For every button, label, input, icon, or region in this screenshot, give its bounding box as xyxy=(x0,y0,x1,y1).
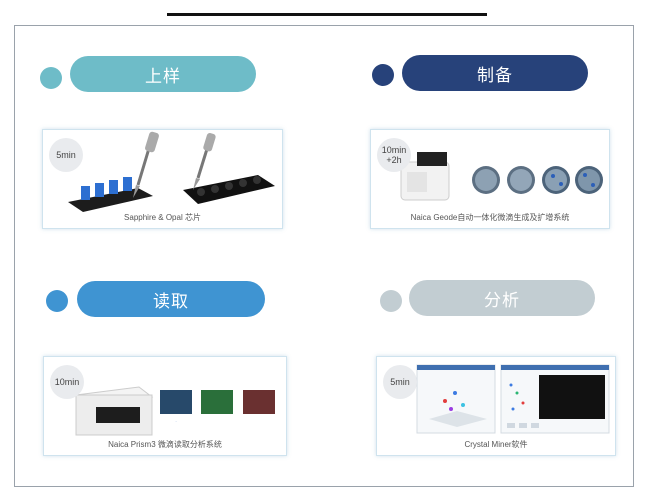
chip-pipette-illustration xyxy=(68,131,275,212)
step-1-dot xyxy=(40,67,62,89)
step-2-dot xyxy=(372,64,394,86)
step-4-dot xyxy=(380,290,402,312)
step-2-card: 10min +2h Naica Geode自动一体化微滴生成及扩增系统 xyxy=(370,129,610,229)
top-rule xyxy=(167,13,487,16)
geode-droplet-illustration xyxy=(400,152,603,201)
step-1-card: 5min Sapphire & Opal 芯片 xyxy=(42,129,283,229)
step-3-dot xyxy=(46,290,68,312)
step-2-time-badge: 10min +2h xyxy=(377,138,411,172)
step-4-time-badge: 5min xyxy=(383,365,417,399)
step-2-caption: Naica Geode自动一体化微滴生成及扩增系统 xyxy=(410,213,570,222)
step-3-caption: Naica Prism3 微滴读取分析系统 xyxy=(108,440,222,449)
step-4-caption: Crystal Miner软件 xyxy=(464,440,528,449)
workflow-frame xyxy=(14,25,634,487)
svg-text:·: · xyxy=(175,419,176,424)
step-1-time-badge: 5min xyxy=(49,138,83,172)
step-1-title: 上样 xyxy=(70,56,256,92)
step-3-title: 读取 xyxy=(77,281,265,317)
step-3-time-badge: 10min xyxy=(50,365,84,399)
prism3-reader-illustration: · xyxy=(74,386,275,436)
step-1-caption: Sapphire & Opal 芯片 xyxy=(124,213,201,222)
step-2-title: 制备 xyxy=(402,55,588,91)
crystal-miner-software-illustration xyxy=(416,364,610,434)
step-3-card: · 10min Naica Prism3 微滴读取分析系统 xyxy=(43,356,287,456)
step-4-card: 5min Crystal Miner软件 xyxy=(376,356,616,456)
step-4-title: 分析 xyxy=(409,280,595,316)
